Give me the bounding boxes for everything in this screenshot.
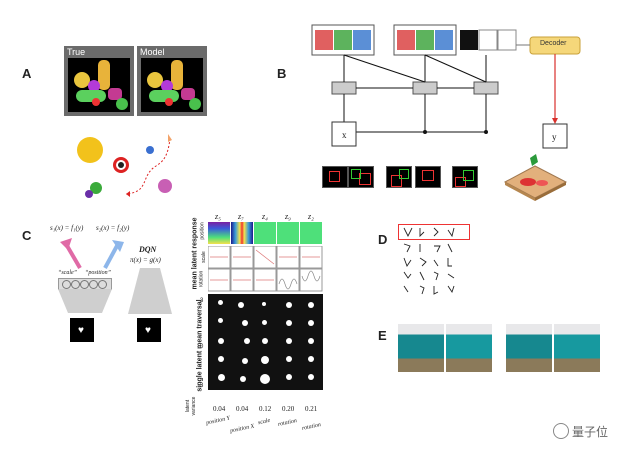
factor-1: position Y — [205, 415, 231, 427]
latent-head-5: z₂ — [308, 212, 314, 221]
factor-2: position X — [229, 423, 255, 435]
panel-a-letter: A — [22, 66, 32, 81]
heatmap-cell-2 — [231, 222, 253, 244]
latent-head-1: z₅ — [215, 212, 221, 221]
variance-3: 0.12 — [259, 405, 272, 413]
c-dqn-trapezoid — [128, 268, 172, 314]
b-digit-1 — [322, 166, 348, 188]
c-encoder-units — [58, 278, 112, 290]
factor-4: rotation — [277, 418, 298, 428]
watermark-icon — [553, 423, 569, 439]
true-label: True — [67, 47, 86, 57]
model-label: Model — [140, 47, 165, 57]
maze-view-3 — [506, 324, 552, 372]
b-y-label: y — [552, 132, 557, 142]
variance-4: 0.20 — [282, 405, 295, 413]
b-digit-5 — [452, 166, 478, 188]
heatmap-cell-5 — [300, 222, 322, 244]
variance-5: 0.21 — [305, 405, 318, 413]
b-x-label: x — [342, 130, 347, 140]
c-arrows — [60, 238, 124, 270]
dqn-eq: π(x) = g(x) — [130, 256, 161, 264]
latent-response-lines — [208, 246, 323, 292]
scale-label: “scale” — [58, 270, 78, 276]
eq-2: s₂(x) = f₂(y) — [96, 224, 130, 232]
b-digit-3 — [386, 166, 412, 188]
panel-a-physics-diagram — [77, 134, 172, 198]
panel-d-glyphs — [403, 227, 455, 295]
heatmap-cell-1 — [208, 222, 230, 244]
traversal-grid — [208, 294, 323, 390]
heatmap-cell-4 — [277, 222, 299, 244]
b-decoder-label: Decoder — [540, 40, 567, 47]
factor-3: scale — [257, 417, 271, 427]
dqn-label: DQN — [139, 245, 157, 254]
model-scene — [141, 58, 203, 112]
row-label-rotation: rotation — [198, 270, 205, 288]
b-3d-scene — [503, 154, 568, 201]
maze-view-4 — [554, 324, 600, 372]
b-digit-4 — [415, 166, 441, 188]
panel-e-letter: E — [378, 328, 387, 343]
c-input-image-2: ♥ — [137, 318, 161, 342]
b-digit-2 — [348, 166, 374, 188]
row-label-position: position — [199, 222, 206, 240]
factor-5: rotation — [301, 422, 322, 432]
traversal-bot: -3 — [198, 383, 204, 389]
panel-b-letter: B — [277, 66, 287, 81]
eq-1: s₁(x) = f₁(y) — [50, 224, 84, 232]
panel-d-letter: D — [378, 232, 388, 247]
panel-a-true-frame: True — [64, 46, 134, 116]
true-scene — [68, 58, 130, 112]
panel-d-highlight — [398, 224, 470, 240]
traversal-top: 3 — [200, 298, 204, 304]
latent-head-2: z₇ — [238, 212, 244, 221]
maze-view-1 — [398, 324, 444, 372]
variance-2: 0.04 — [236, 405, 249, 413]
position-label: “position” — [85, 270, 112, 276]
latent-head-3: z₄ — [262, 212, 268, 221]
watermark-text: 量子位 — [572, 425, 609, 439]
latent-head-4: z₉ — [285, 212, 291, 221]
traversal-mid: 0 — [200, 344, 204, 350]
heatmap-cell-3 — [254, 222, 276, 244]
panel-a-model-frame: Model — [137, 46, 207, 116]
panel-b-diagram — [311, 24, 581, 149]
c-encoder-trapezoid — [58, 289, 112, 313]
maze-view-2 — [446, 324, 492, 372]
panel-c-letter: C — [22, 228, 32, 243]
variance-1: 0.04 — [213, 405, 226, 413]
latent-variance-label: latent variance — [185, 396, 197, 416]
row-label-scale: scale — [200, 251, 207, 263]
c-input-image-1: ♥ — [70, 318, 94, 342]
